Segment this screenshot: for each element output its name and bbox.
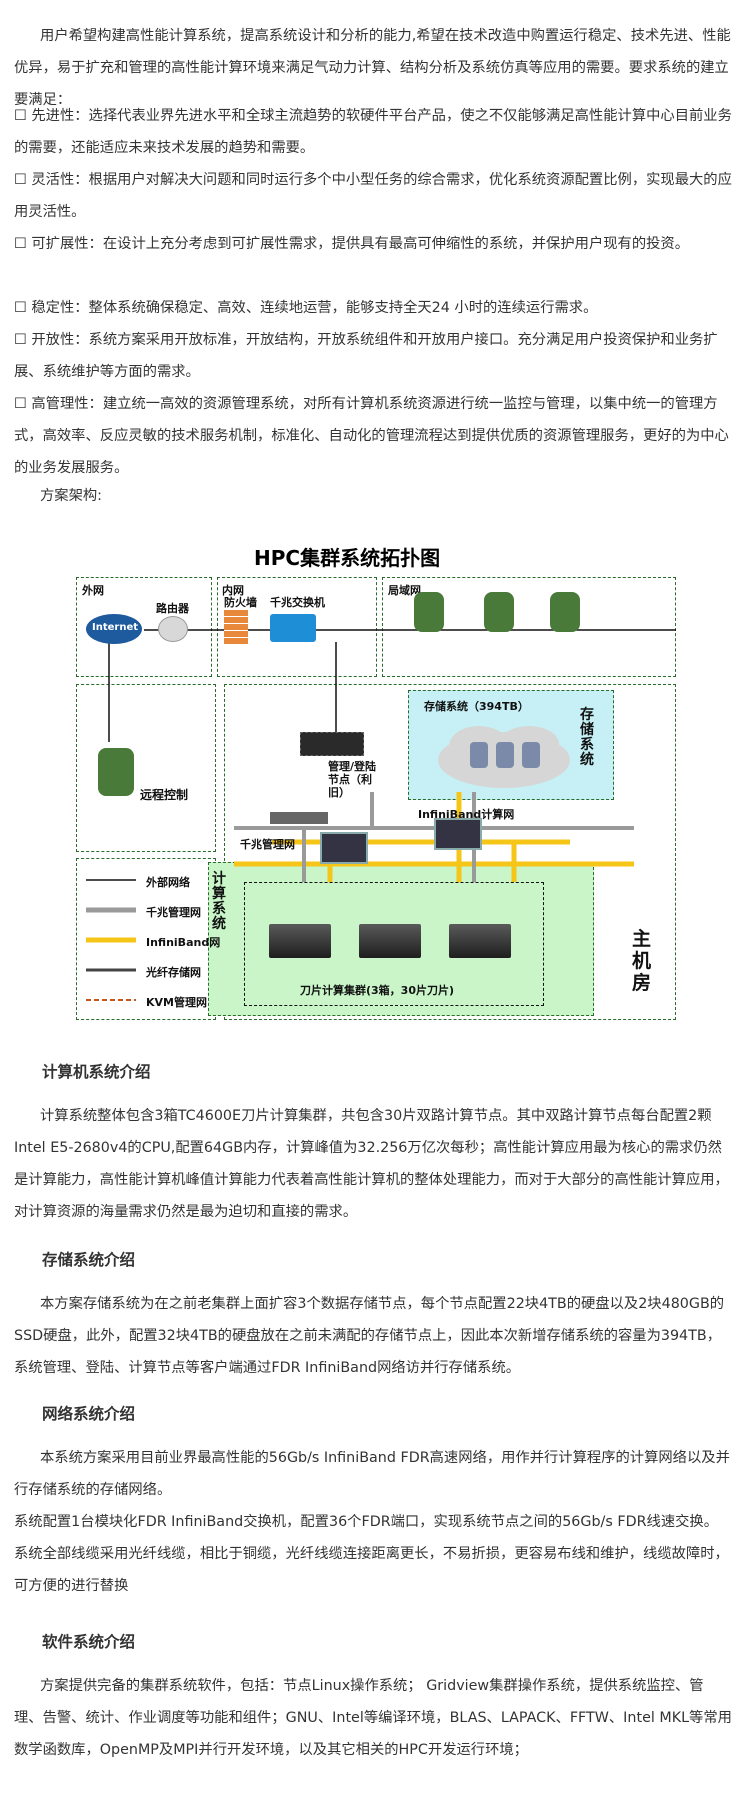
zone-lan bbox=[382, 577, 676, 677]
ib-switch-icon-2 bbox=[434, 818, 482, 850]
section-title-compute: 计算机系统介绍 bbox=[42, 1063, 151, 1081]
ib-switch-icon-1 bbox=[320, 832, 368, 864]
blade-chassis-1 bbox=[269, 924, 331, 958]
router-icon bbox=[158, 616, 188, 642]
internet-cloud-icon bbox=[86, 614, 142, 644]
zone-remote bbox=[76, 684, 216, 852]
intro-paragraph: 用户希望构建高性能计算系统，提高系统设计和分析的能力,希望在技术改造中购置运行稳… bbox=[14, 28, 731, 108]
architecture-label: 方案架构: bbox=[40, 488, 103, 504]
mgmt-node-icon bbox=[300, 732, 364, 756]
section-title-storage: 存储系统介绍 bbox=[42, 1251, 136, 1269]
gige-net-label: 千兆管理网 bbox=[240, 838, 295, 851]
storage-side-label: 存储系统 bbox=[580, 707, 594, 768]
zone-inner-label: 内网 bbox=[222, 584, 244, 597]
router-label: 路由器 bbox=[156, 602, 189, 615]
mgmt-node-label: 管理/登陆节点（利旧） bbox=[328, 760, 377, 799]
remote-label: 远程控制 bbox=[140, 788, 189, 802]
zone-lan-label: 局域网 bbox=[388, 584, 421, 597]
blade-cluster-box bbox=[244, 882, 544, 1006]
diagram-title: HPC集群系统拓扑图 bbox=[254, 546, 441, 570]
gige-switch-icon bbox=[270, 812, 328, 824]
remote-user-icon bbox=[98, 748, 134, 796]
requirement-advanced: ☐ 先进性：选择代表业界先进水平和全球主流趋势的软硬件平台产品，使之不仅能够满足… bbox=[14, 108, 732, 156]
lan-user-icon-2 bbox=[484, 592, 514, 632]
internet-label: Internet bbox=[92, 622, 139, 633]
section-title-network: 网络系统介绍 bbox=[42, 1405, 136, 1423]
blade-chassis-2 bbox=[359, 924, 421, 958]
zone-machine-room bbox=[224, 684, 676, 1020]
zone-wan-label: 外网 bbox=[82, 584, 104, 597]
hpc-topology-diagram: HPC集群系统拓扑图 外网 内网 局域网 存储系统（394TB） 存储系统 计算… bbox=[74, 542, 680, 1024]
legend-gige: 千兆管理网 bbox=[146, 906, 201, 919]
compute-side-label: 计算系统 bbox=[212, 871, 226, 932]
section-body-compute: 计算系统整体包含3箱TC4600E刀片计算集群，共包含30片双路计算节点。其中双… bbox=[14, 1108, 729, 1220]
section-title-software: 软件系统介绍 bbox=[42, 1633, 136, 1651]
legend-swatches bbox=[86, 879, 136, 1001]
section-body-network-2: 系统配置1台模块化FDR InfiniBand交换机，配置36个FDR端口，实现… bbox=[14, 1514, 729, 1594]
requirement-flexible: ☐ 灵活性：根据用户对解决大问题和同时运行多个中小型任务的综合需求，优化系统资源… bbox=[14, 172, 732, 220]
zone-wan bbox=[76, 577, 212, 677]
requirement-scalable: ☐ 可扩展性：在设计上充分考虑到可扩展性需求，提供具有最高可伸缩性的系统，并保护… bbox=[14, 236, 690, 252]
storage-cloud-icon bbox=[438, 726, 570, 788]
switch-label: 千兆交换机 bbox=[270, 596, 325, 609]
zone-lan-inner bbox=[217, 577, 377, 677]
section-body-software: 方案提供完备的集群系统软件，包括：节点Linux操作系统； Gridview集群… bbox=[14, 1678, 732, 1758]
lan-user-icon-3 bbox=[550, 592, 580, 632]
lan-user-icon-1 bbox=[414, 592, 444, 632]
requirement-stable: ☐ 稳定性：整体系统确保稳定、高效、连续地运营，能够支持全天24 小时的连续运行… bbox=[14, 300, 598, 316]
ib-net-label: InfiniBand计算网 bbox=[418, 808, 515, 821]
machine-room-label: 主机房 bbox=[632, 928, 652, 994]
section-body-storage: 本方案存储系统为在之前老集群上面扩容3个数据存储节点，每个节点配置22块4TB的… bbox=[14, 1296, 725, 1376]
legend-infiniband: InfiniBand网 bbox=[146, 936, 221, 949]
blade-chassis-3 bbox=[449, 924, 511, 958]
gigabit-switch-icon bbox=[270, 614, 316, 642]
section-body-network-1: 本系统方案采用目前业界最高性能的56Gb/s InfiniBand FDR高速网… bbox=[14, 1450, 730, 1498]
storage-label: 存储系统（394TB） bbox=[424, 700, 529, 713]
firewall-label: 防火墙 bbox=[224, 596, 257, 609]
legend-external: 外部网络 bbox=[146, 876, 190, 889]
firewall-icon bbox=[224, 610, 248, 644]
legend-fiber: 光纤存储网 bbox=[146, 966, 201, 979]
requirement-open: ☐ 开放性：系统方案采用开放标准，开放结构，开放系统组件和开放用户接口。充分满足… bbox=[14, 332, 718, 380]
legend-kvm: KVM管理网 bbox=[146, 996, 207, 1009]
requirement-manageable: ☐ 高管理性：建立统一高效的资源管理系统，对所有计算机系统资源进行统一监控与管理… bbox=[14, 396, 729, 476]
blade-label: 刀片计算集群(3箱，30片刀片) bbox=[300, 984, 455, 997]
